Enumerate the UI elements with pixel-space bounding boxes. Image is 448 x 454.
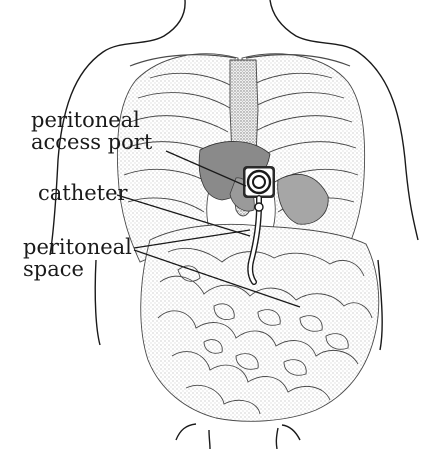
peritoneal-space-label-line2: space (23, 258, 132, 280)
access-port-label: peritoneal access port (31, 109, 152, 153)
access-port-label-line2: access port (31, 131, 152, 153)
peritoneal-space-label-line1: peritoneal (23, 236, 132, 258)
access-port-label-line1: peritoneal (31, 109, 152, 131)
access-port (243, 166, 275, 198)
peritoneal-space-label: peritoneal space (23, 236, 132, 280)
catheter-label: catheter (38, 182, 128, 204)
intestines (141, 224, 379, 421)
